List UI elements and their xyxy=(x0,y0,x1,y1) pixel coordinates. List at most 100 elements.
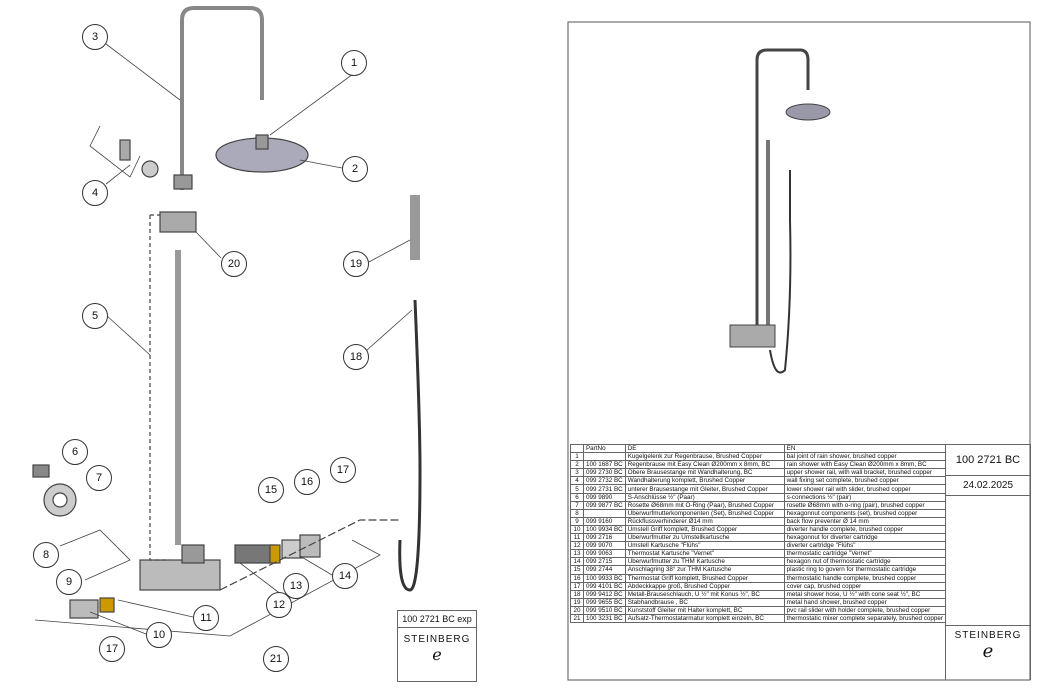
table-cell: Anschlagring 38° zur THM Kartusche xyxy=(624,565,785,575)
table-cell: 099 4101 BC xyxy=(582,581,626,591)
table-cell: 17 xyxy=(570,581,584,591)
table-cell: 10 xyxy=(570,524,584,535)
table-cell: PartNo xyxy=(582,443,626,454)
balloon-5: 5 xyxy=(82,303,108,329)
table-cell: 4 xyxy=(570,476,584,486)
table-cell: wall fixing set complete, brushed copper xyxy=(783,476,947,486)
table-cell: 15 xyxy=(570,565,584,575)
table-cell: Metall-Brauseschlauch, Ü ½" mit Konus ½"… xyxy=(624,589,785,599)
logo-icon: ℯ xyxy=(432,647,442,664)
table-cell: 16 xyxy=(570,573,584,583)
table-cell: Thermostat Kartusche "Vernet" xyxy=(624,549,785,559)
table-cell: Abdeckkappe groß, Brushed Copper xyxy=(624,581,785,591)
balloon-8: 8 xyxy=(33,542,59,568)
table-cell: 099 9655 BC xyxy=(582,597,626,607)
table-cell: Überwurfmutter zu THM Kartusche xyxy=(624,557,785,567)
table-cell: 099 2730 BC xyxy=(582,468,626,478)
table-cell: thermostatic cartridge "Vernet" xyxy=(783,549,947,559)
table-cell: unterer Brausestange mit Gleiter, Brushe… xyxy=(624,484,785,494)
table-cell: 099 9510 BC xyxy=(582,605,626,615)
drawing-code: 100 2721 BC exp xyxy=(398,611,476,628)
drawing-date: 24.02.2025 xyxy=(946,476,1030,496)
table-cell: 11 xyxy=(570,533,584,543)
table-cell: thermostatic mixer complete separately, … xyxy=(783,613,947,624)
brand-logo: STEINBERG xyxy=(954,630,1022,641)
table-cell: 099 9877 BC xyxy=(582,500,626,510)
table-cell: metal shower hose, Ü ½" with cone seat ½… xyxy=(783,589,947,599)
table-cell: bal joint of rain shower, brushed copper xyxy=(783,452,947,462)
table-cell: 20 xyxy=(570,605,584,615)
balloon-21: 21 xyxy=(263,646,289,672)
table-cell: metal hand shower, brushed copper xyxy=(783,597,947,607)
table-cell: 1 xyxy=(570,452,584,462)
table-cell: rosette Ø68mm with o-ring (pair), brushe… xyxy=(783,500,947,510)
table-cell: 14 xyxy=(570,557,584,567)
table-cell: 099 2744 xyxy=(582,565,626,575)
table-cell: Thermostat Griff komplett, Brushed Coppe… xyxy=(624,573,785,583)
table-cell: Kugelgelenk zur Regenbrause, Brushed Cop… xyxy=(624,452,785,462)
balloon-19: 19 xyxy=(343,251,369,277)
balloon-20: 20 xyxy=(221,251,247,277)
table-cell xyxy=(570,443,584,454)
left-title-block: 100 2721 BC exp STEINBERG ℯ xyxy=(397,610,477,682)
table-cell: DE xyxy=(624,443,785,454)
table-cell: hexagon nut of thermostatic cartridge xyxy=(783,557,947,567)
table-cell: 099 2732 BC xyxy=(582,476,626,486)
table-cell: cover cap, brushed copper xyxy=(783,581,947,591)
balloon-10: 10 xyxy=(146,622,172,648)
table-cell: diverter cartridge "Flühs" xyxy=(783,541,947,551)
balloon-18: 18 xyxy=(343,344,369,370)
table-cell: 18 xyxy=(570,589,584,599)
table-cell: 099 9070 xyxy=(582,541,626,551)
table-cell: 099 9412 BC xyxy=(582,589,626,599)
balloon-3: 3 xyxy=(82,24,108,50)
table-cell: 099 2716 xyxy=(582,533,626,543)
balloon-12: 12 xyxy=(266,592,292,618)
table-cell: 8 xyxy=(570,508,584,518)
table-row: 8 Überwurfmutterkomponenten (Set), Brushe… xyxy=(570,508,947,518)
table-cell: 13 xyxy=(570,549,584,559)
table-cell: Regenbrause mit Easy Clean Ø200mm x 8mm,… xyxy=(624,460,785,470)
table-cell: hexagonnut for diverter cartridge xyxy=(783,533,947,543)
table-cell: hexagonnut components (set), brushed cop… xyxy=(783,508,947,518)
balloon-15: 15 xyxy=(258,477,284,503)
table-cell: 100 1687 BC xyxy=(582,460,626,470)
table-cell: Umstell Griff komplett, Brushed Copper xyxy=(624,524,785,535)
table-cell: Überwurfmutterkomponenten (Set), Brushed… xyxy=(624,508,785,518)
table-cell: 21 xyxy=(570,613,584,624)
balloon-16: 16 xyxy=(294,469,320,495)
table-cell: S-Anschlüsse ½" (Paar) xyxy=(624,492,785,502)
table-cell: 100 9933 BC xyxy=(582,573,626,583)
table-cell: 2 xyxy=(570,460,584,470)
table-cell: 099 2731 BC xyxy=(582,484,626,494)
table-cell: 19 xyxy=(570,597,584,607)
balloon-11: 11 xyxy=(193,605,219,631)
table-cell: 6 xyxy=(570,492,584,502)
balloon-17: 17 xyxy=(330,457,356,483)
table-cell: pvc rail slider with holder complete, br… xyxy=(783,605,947,615)
table-cell: Kunststoff Gleiter mit Halter komplett, … xyxy=(624,605,785,615)
table-cell: upper shower rail, with wall bracket, br… xyxy=(783,468,947,478)
balloon-14: 14 xyxy=(332,563,358,589)
table-cell: diverter handle complete, brushed copper xyxy=(783,524,947,535)
table-cell: 9 xyxy=(570,516,584,526)
brand-logo: STEINBERG xyxy=(403,634,471,645)
